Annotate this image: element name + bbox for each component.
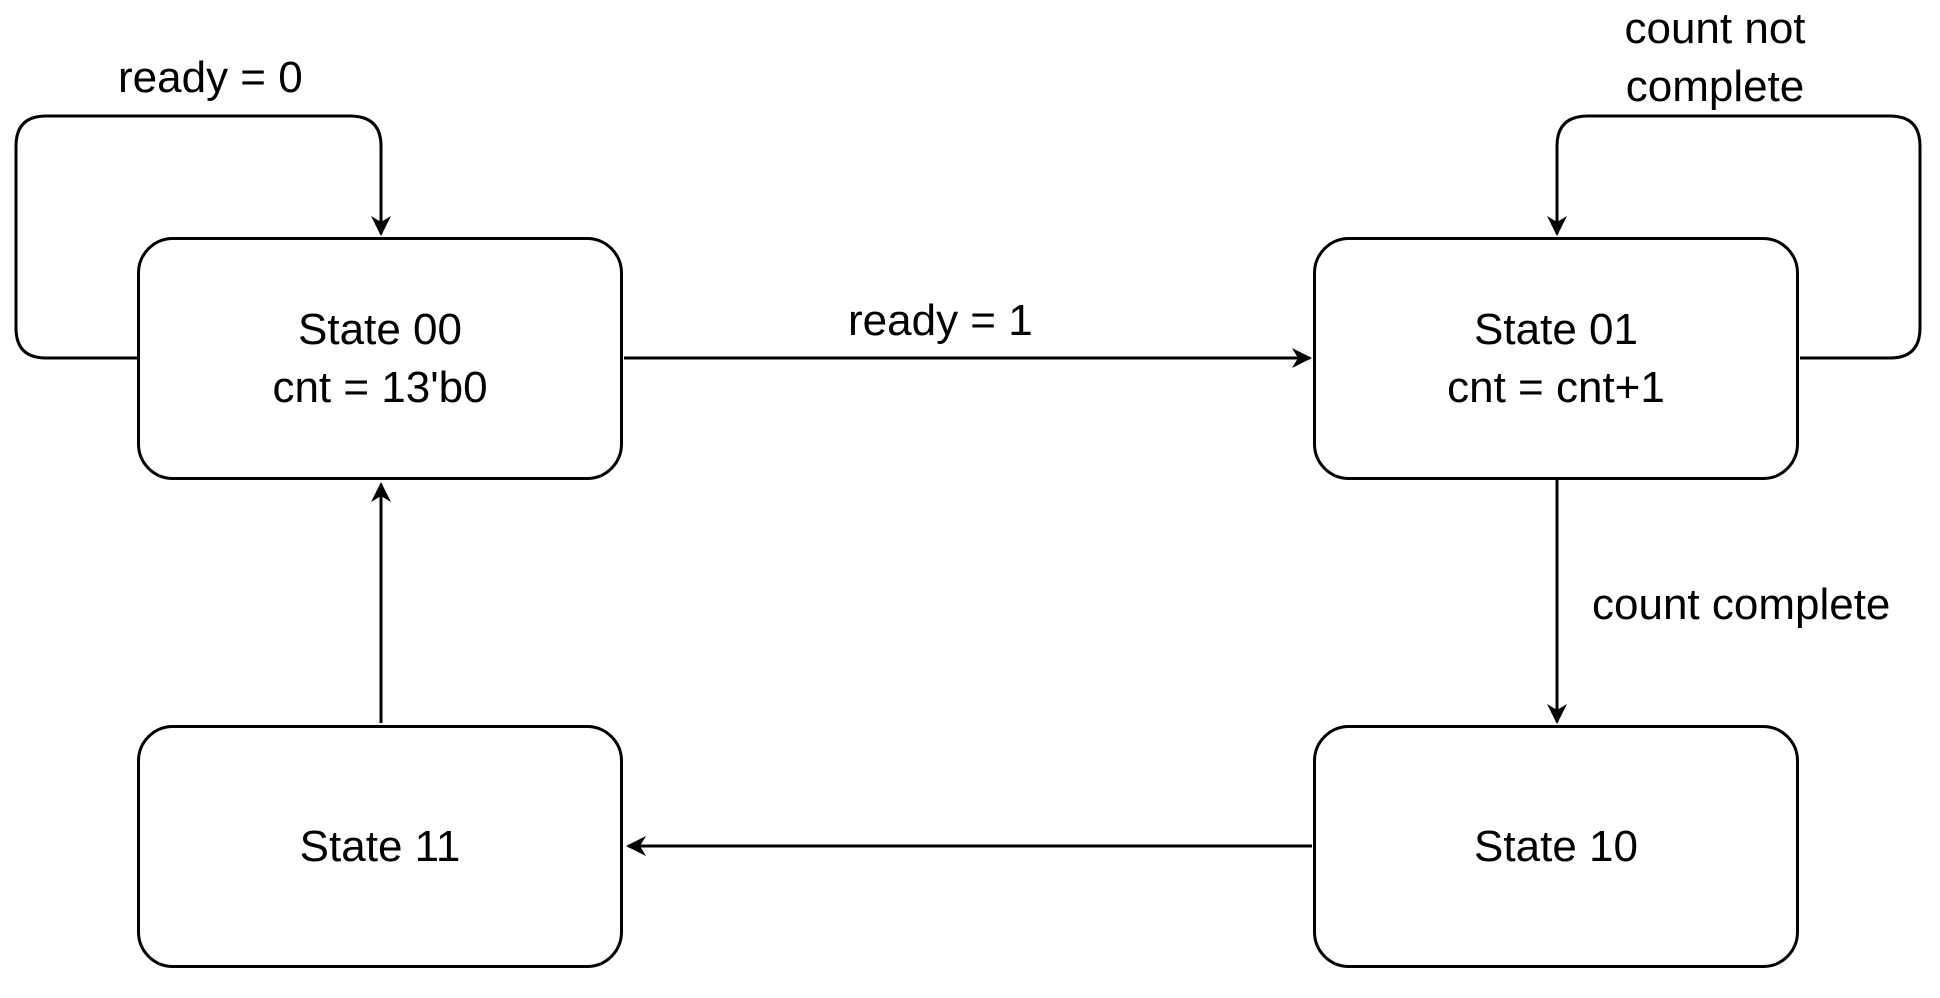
label-s00-self-loop: ready = 0: [118, 53, 303, 102]
state-00-node: State 00 cnt = 13'b0: [137, 237, 623, 480]
arrow-s00-self-loop: [14, 114, 391, 360]
arrow-s01-self-loop: [1547, 114, 1922, 360]
state-01-name: State 01: [1474, 304, 1638, 354]
state-10-node: State 10: [1313, 725, 1799, 968]
label-s01-self-loop: count not complete: [1610, 0, 1820, 116]
state-00-name: State 00: [298, 304, 462, 354]
state-10-name: State 10: [1474, 821, 1638, 871]
state-11-node: State 11: [137, 725, 623, 968]
label-s00-to-s01: ready = 1: [848, 296, 1033, 345]
state-11-name: State 11: [299, 821, 461, 871]
label-s01-to-s10: count complete: [1592, 580, 1891, 629]
state-01-node: State 01 cnt = cnt+1: [1313, 237, 1799, 480]
state-01-action: cnt = cnt+1: [1447, 362, 1665, 412]
state-00-action: cnt = 13'b0: [272, 362, 488, 412]
label-s01-self-loop-line1: count not: [1624, 4, 1806, 53]
label-s01-self-loop-line2: complete: [1625, 62, 1805, 111]
